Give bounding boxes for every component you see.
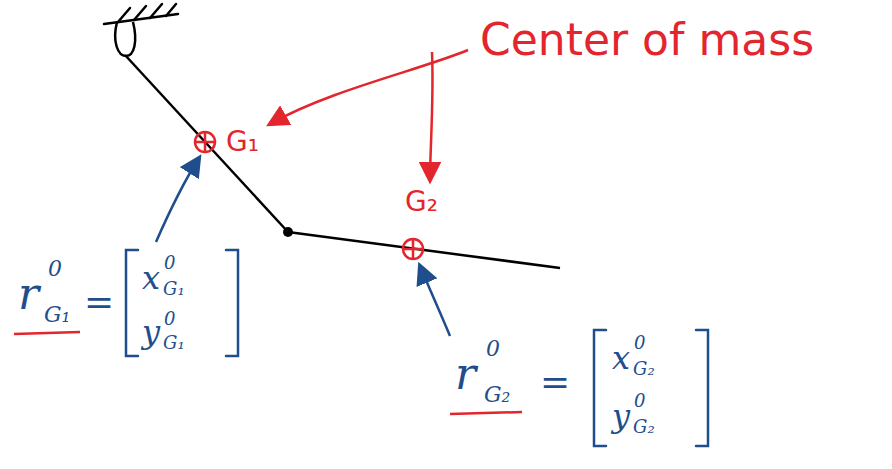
superscript: 0: [164, 310, 175, 328]
position-arrow: [156, 158, 199, 242]
vector-component: x: [612, 342, 630, 374]
equals-sign: =: [84, 284, 114, 320]
superscript: 0: [634, 392, 645, 410]
annotation-text: Center of mass: [480, 18, 814, 62]
point-label: G₁: [226, 128, 259, 156]
vector-symbol: r: [455, 352, 476, 396]
equals-sign: =: [540, 364, 570, 400]
subscript: G₂: [484, 384, 510, 406]
vector-symbol: r: [18, 272, 39, 316]
matrix-bracket: [126, 250, 708, 446]
middle-joint: [283, 227, 293, 237]
subscript: G₂: [633, 418, 655, 436]
subscript: G₂: [633, 360, 655, 378]
superscript: 0: [48, 258, 62, 280]
vector-underline: [450, 412, 522, 414]
center-of-mass-marker: [195, 132, 215, 152]
vector-component: x: [142, 262, 160, 294]
link-one: [125, 55, 288, 232]
link-two: [288, 232, 560, 268]
point-label: G₂: [405, 188, 438, 216]
center-of-mass-marker: [403, 239, 423, 259]
leader-arrow: [430, 52, 433, 180]
leader-arrow: [270, 50, 468, 124]
vector-component: y: [612, 400, 630, 432]
subscript: G₁: [44, 304, 70, 326]
superscript: 0: [634, 334, 645, 352]
position-arrow: [420, 266, 450, 336]
subscript: G₁: [163, 334, 185, 352]
superscript: 0: [164, 254, 175, 272]
subscript: G₁: [163, 280, 185, 298]
vector-component: y: [142, 316, 160, 348]
pivot-joint: [115, 22, 135, 56]
superscript: 0: [486, 338, 500, 360]
vector-underline: [14, 332, 80, 334]
ground-hatch: [104, 4, 178, 24]
